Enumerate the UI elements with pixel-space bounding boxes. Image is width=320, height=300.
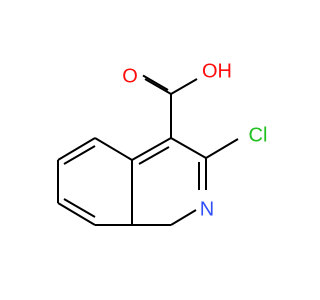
bond-c3-cl [205, 138, 239, 159]
bond-ccarboxyl-oh [170, 78, 198, 95]
bond-c4-c3 [170, 137, 207, 159]
bond-c4a-c4 [131, 137, 172, 161]
atom-label-nitrogen: N [200, 198, 214, 220]
bond-c7-c8-double [63, 198, 96, 218]
bonds [57, 74, 239, 226]
bond-n-c1 [170, 209, 197, 226]
atom-label-carbonyl-oxygen: O [122, 65, 138, 87]
bond-c5-c6 [57, 137, 96, 161]
bond-c4a-c4-double [138, 146, 170, 165]
bond-ccarboxyl-o-double-second [142, 74, 169, 91]
bond-c4a-c5 [94, 137, 133, 161]
bond-ccarboxyl-o-double [144, 78, 172, 95]
bond-c5-c6-double [63, 145, 96, 165]
bond-c7-c8 [57, 202, 96, 226]
atom-label-chlorine: Cl [249, 124, 268, 146]
structure-diagram: O OH Cl N [57, 60, 267, 226]
atom-label-hydroxyl: OH [202, 60, 232, 82]
atom-labels: O OH Cl N [122, 60, 267, 220]
